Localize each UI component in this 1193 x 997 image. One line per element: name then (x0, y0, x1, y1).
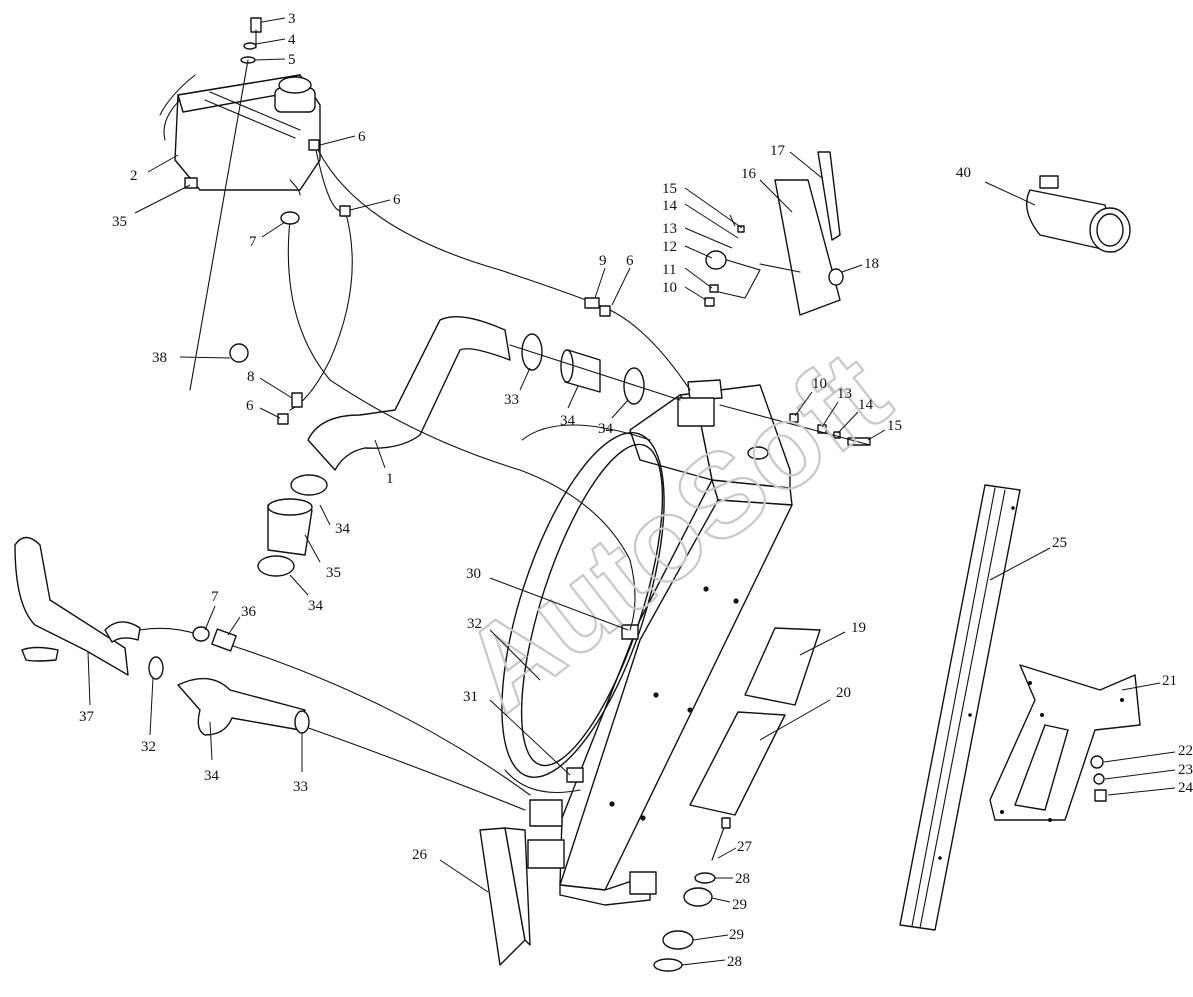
callout-18: 18 (864, 256, 879, 272)
pipe-fitting (1026, 175, 1131, 253)
callout-labels: 3 4 5 6 2 6 35 7 9 6 38 8 6 1 33 34 34 1… (79, 11, 1193, 970)
callout-28: 28 (727, 954, 742, 970)
callout-13: 13 (662, 221, 677, 237)
callout-30: 31 (463, 689, 478, 705)
callout-33: 34 (204, 768, 220, 784)
callout-1: 1 (386, 471, 394, 487)
insulation-panels (689, 627, 821, 816)
callout-36: 35 (112, 214, 127, 230)
callout-32: 33 (293, 779, 308, 795)
callout-5: 5 (288, 52, 296, 68)
callout-11: 11 (662, 262, 676, 278)
side-bolt-row (719, 404, 871, 446)
callout-17: 17 (770, 143, 786, 159)
callout-31: 32 (467, 616, 482, 632)
mount-bracket (989, 664, 1141, 822)
tank-bolt-stack (189, 17, 262, 391)
callout-32: 32 (141, 739, 156, 755)
callout-19: 19 (851, 620, 866, 636)
callout-40: 40 (956, 165, 971, 181)
callout-6: 6 (246, 398, 254, 414)
callout-23: 23 (1178, 762, 1193, 778)
callout-14: 14 (662, 198, 678, 214)
expansion-tank (159, 74, 321, 196)
fan-shroud-ring (501, 424, 665, 793)
callout-35: 35 (326, 565, 341, 581)
callout-16: 16 (741, 166, 757, 182)
callout-10: 10 (662, 280, 677, 296)
callout-28: 28 (735, 871, 750, 887)
radiator-assembly (527, 379, 793, 906)
callout-37: 36 (241, 604, 257, 620)
callout-27: 27 (737, 839, 753, 855)
callout-7: 7 (211, 589, 219, 605)
callout-2: 2 (130, 168, 138, 184)
callout-29: 29 (732, 897, 747, 913)
callout-6: 6 (393, 192, 401, 208)
callout-22: 22 (1178, 743, 1193, 759)
callout-21: 21 (1162, 673, 1177, 689)
callout-29: 29 (729, 927, 744, 943)
callout-35: 34 (560, 413, 576, 429)
callout-15: 15 (887, 418, 902, 434)
callout-38: 37 (79, 709, 95, 725)
mounting-plate-assembly (704, 151, 844, 316)
hose-clamps-small (192, 139, 611, 642)
callout-12: 12 (662, 239, 677, 255)
callout-8: 8 (247, 369, 255, 385)
lower-hose-33 (148, 628, 310, 736)
callout-30: 30 (466, 566, 481, 582)
callout-34: 34 (598, 421, 614, 437)
callout-34: 34 (335, 521, 351, 537)
lower-coupler-set (257, 474, 328, 577)
callout-14: 14 (858, 397, 874, 413)
callout-9: 9 (599, 253, 607, 269)
callout-15: 15 (662, 181, 677, 197)
upper-radiator-hose (307, 315, 511, 471)
upper-coupler-set (509, 333, 681, 405)
o-ring (229, 343, 249, 363)
callout-20: 20 (836, 685, 851, 701)
callout-26: 26 (412, 847, 428, 863)
callout-7: 7 (249, 234, 257, 250)
callout-10: 10 (812, 376, 827, 392)
isolator-mounts (653, 817, 731, 972)
callout-25: 25 (1052, 535, 1067, 551)
callout-39: 38 (152, 350, 167, 366)
callout-6: 6 (626, 253, 634, 269)
callout-34: 33 (504, 392, 519, 408)
lower-hose-38 (14, 536, 141, 676)
lower-mount-block (479, 827, 531, 966)
callout-3: 3 (288, 11, 296, 27)
callout-34: 34 (308, 598, 324, 614)
coolant-lines (139, 144, 691, 811)
side-rail (899, 484, 1021, 931)
callout-4: 4 (288, 32, 296, 48)
callout-13: 13 (837, 386, 852, 402)
callout-24: 24 (1178, 780, 1193, 796)
callout-6: 6 (358, 129, 366, 145)
